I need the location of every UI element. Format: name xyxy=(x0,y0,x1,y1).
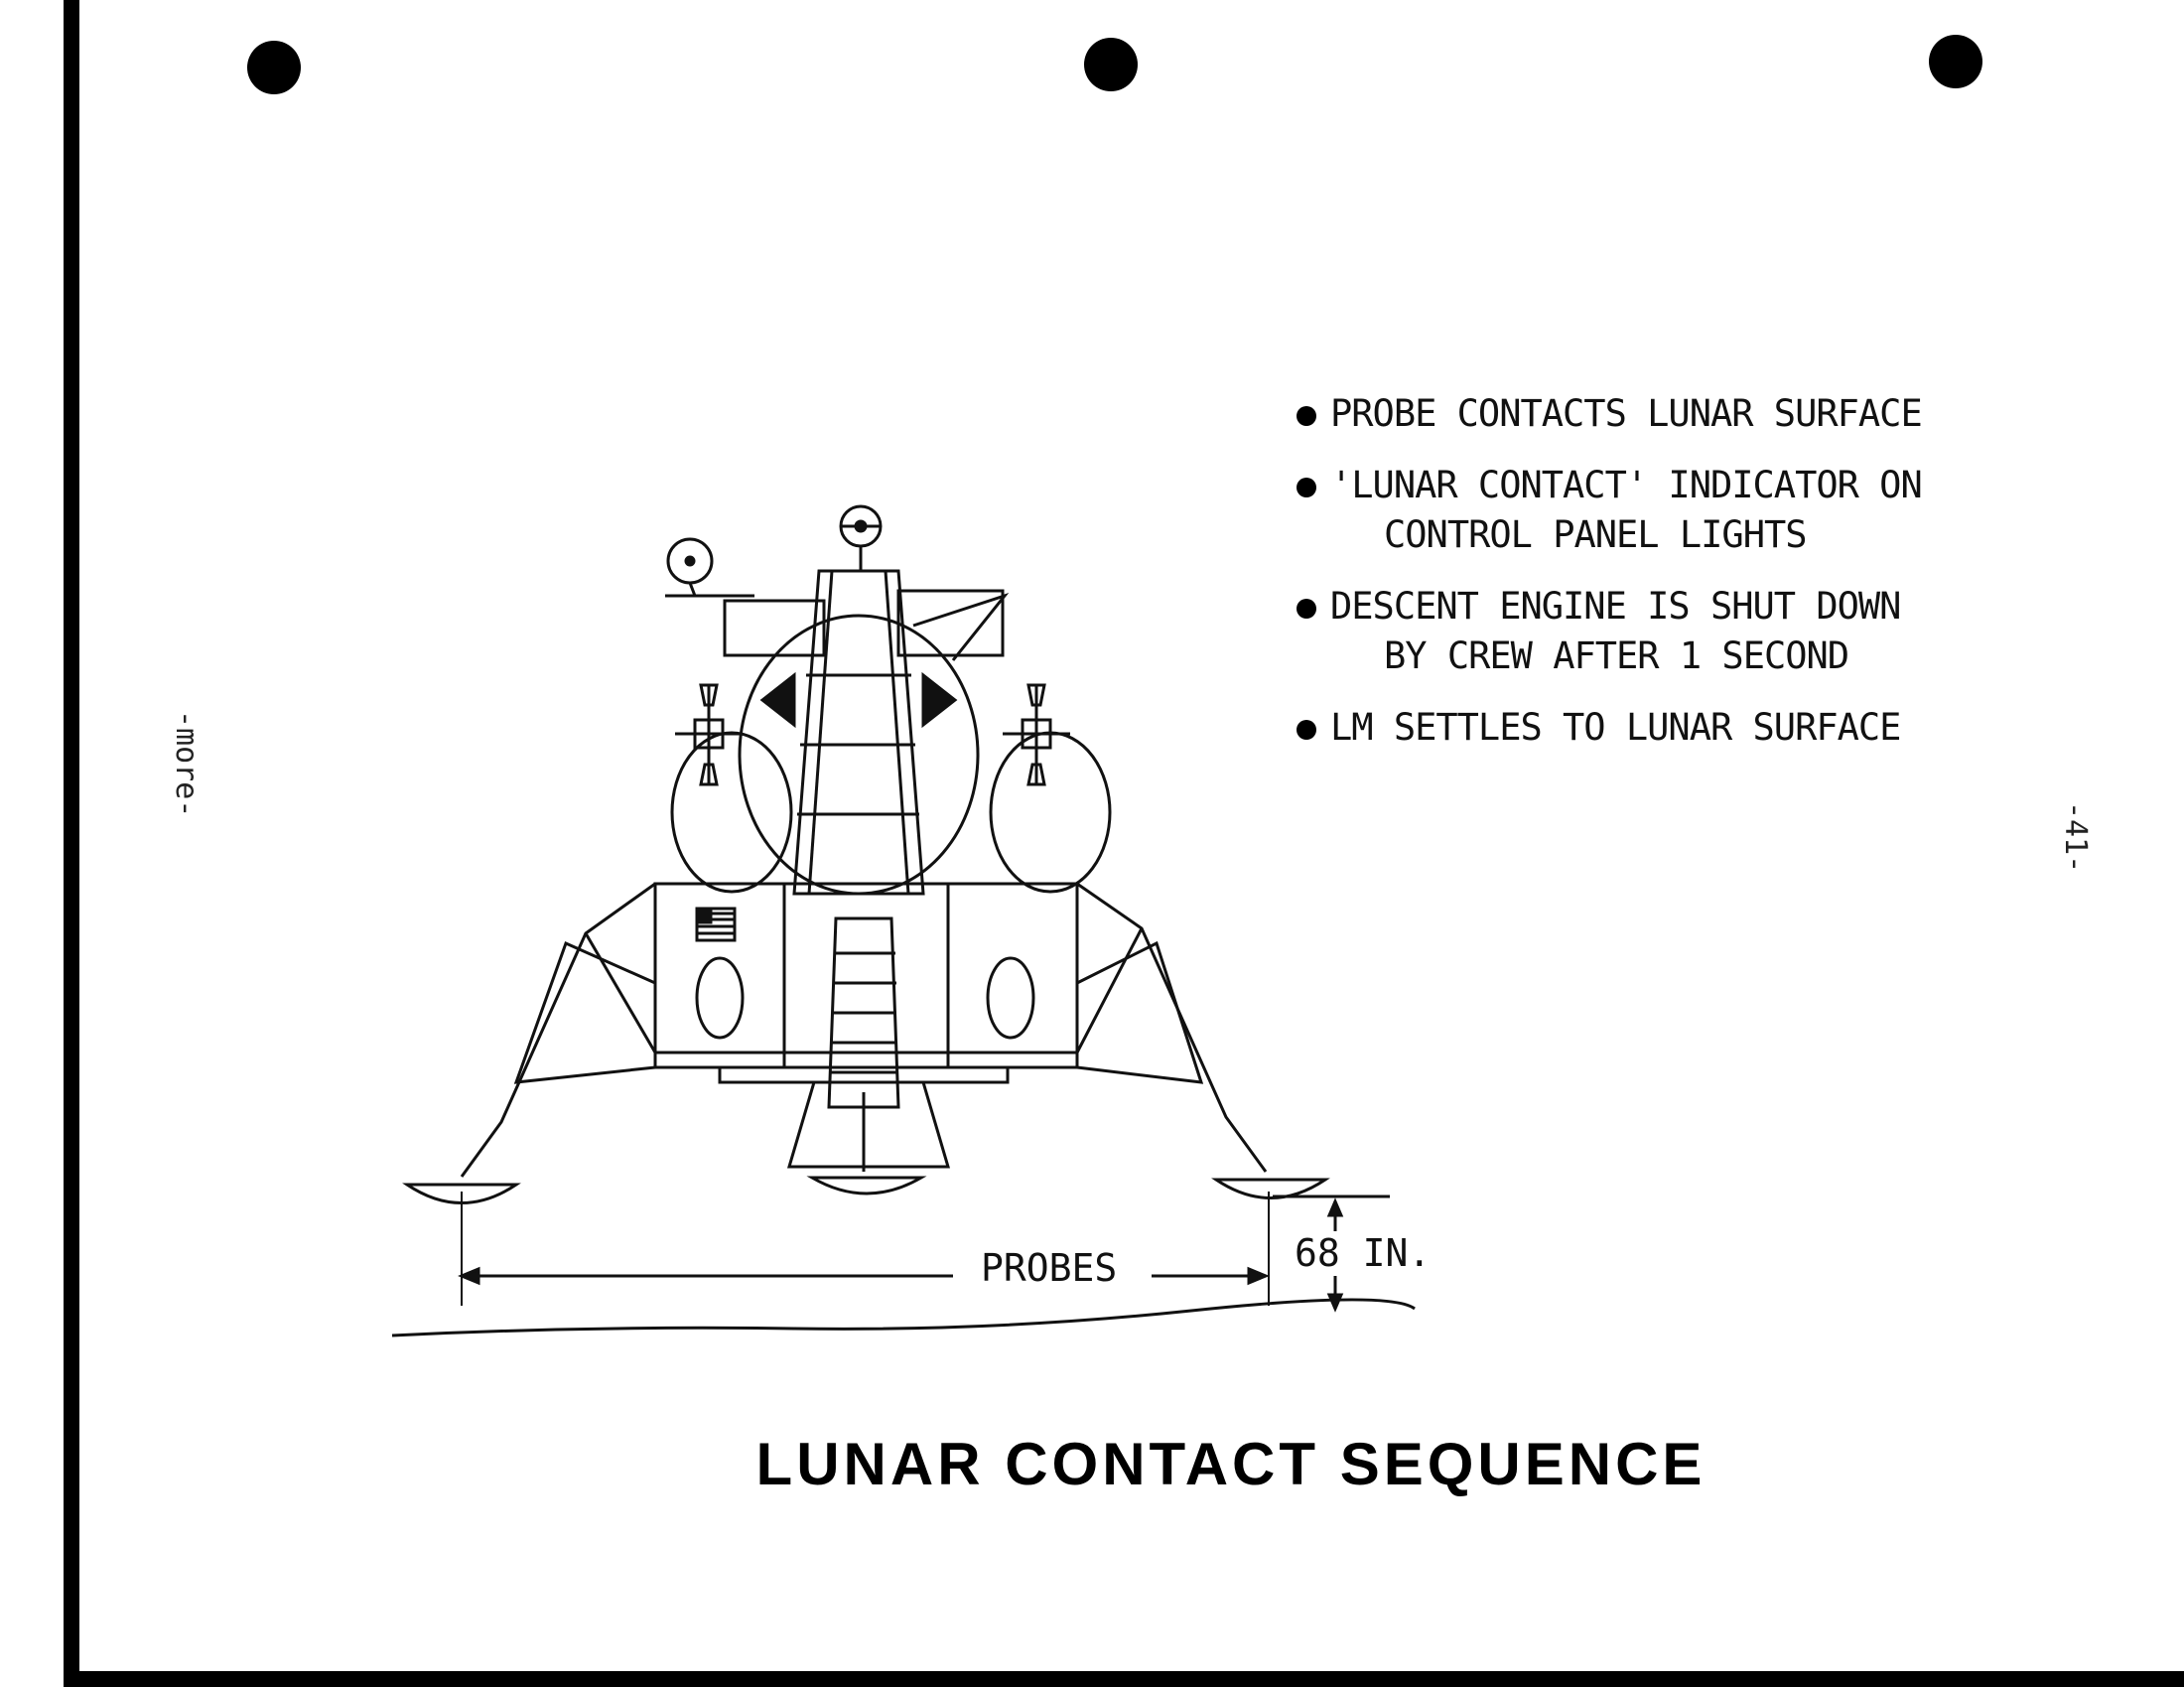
right-landing-leg xyxy=(1075,882,1330,1306)
left-landing-leg xyxy=(402,882,657,1306)
probes-label: PROBES xyxy=(973,1246,1126,1290)
bullet-icon xyxy=(1297,478,1316,497)
ascent-tower xyxy=(792,569,925,896)
list-item: DESCENT ENGINE IS SHUT DOWN BY CREW AFTE… xyxy=(1291,582,2005,681)
descent-engine xyxy=(786,1080,951,1169)
left-footpad xyxy=(402,1183,521,1204)
punch-hole-right xyxy=(1929,35,1982,88)
scan-border-left xyxy=(64,0,79,1687)
rcs-quad-right xyxy=(1003,683,1070,786)
list-item: 'LUNAR CONTACT' INDICATOR ON CONTROL PAN… xyxy=(1291,461,2005,560)
page-number: -41- xyxy=(2058,801,2093,874)
descent-stage xyxy=(653,882,1079,1069)
ascent-cabin xyxy=(738,614,980,896)
punch-hole-center xyxy=(1084,38,1138,91)
right-tank xyxy=(989,731,1112,894)
bullet-icon xyxy=(1297,599,1316,619)
ladder xyxy=(827,916,900,1109)
bullet-icon xyxy=(1297,720,1316,740)
list-item: PROBE CONTACTS LUNAR SURFACE xyxy=(1291,389,2005,439)
list-item-text-continued: BY CREW AFTER 1 SECOND xyxy=(1384,634,1849,677)
center-footpad xyxy=(806,1176,927,1195)
scan-border-bottom xyxy=(64,1671,2184,1687)
list-item-text: DESCENT ENGINE IS SHUT DOWN xyxy=(1330,585,1901,628)
height-label: 68 IN. xyxy=(1291,1231,1435,1275)
height-dimension xyxy=(1273,1195,1390,1313)
left-tank xyxy=(670,731,793,894)
punch-hole-left xyxy=(247,41,301,94)
figure-caption: LUNAR CONTACT SEQUENCE xyxy=(755,1431,1706,1497)
probes-dimension xyxy=(458,1266,1270,1286)
list-item-text: 'LUNAR CONTACT' INDICATOR ON xyxy=(1330,464,1923,506)
lunar-surface-line xyxy=(391,1298,1416,1337)
margin-note-more: -more- xyxy=(169,710,204,818)
list-item: LM SETTLES TO LUNAR SURFACE xyxy=(1291,703,2005,753)
sequence-list: PROBE CONTACTS LUNAR SURFACE 'LUNAR CONT… xyxy=(1291,389,2005,774)
rcs-quad-left xyxy=(675,683,743,786)
list-item-text-continued: CONTROL PANEL LIGHTS xyxy=(1384,513,1808,556)
list-item-text: PROBE CONTACTS LUNAR SURFACE xyxy=(1330,392,1923,435)
flag-icon xyxy=(695,907,737,942)
list-item-text: LM SETTLES TO LUNAR SURFACE xyxy=(1330,706,1901,749)
bullet-icon xyxy=(1297,406,1316,426)
